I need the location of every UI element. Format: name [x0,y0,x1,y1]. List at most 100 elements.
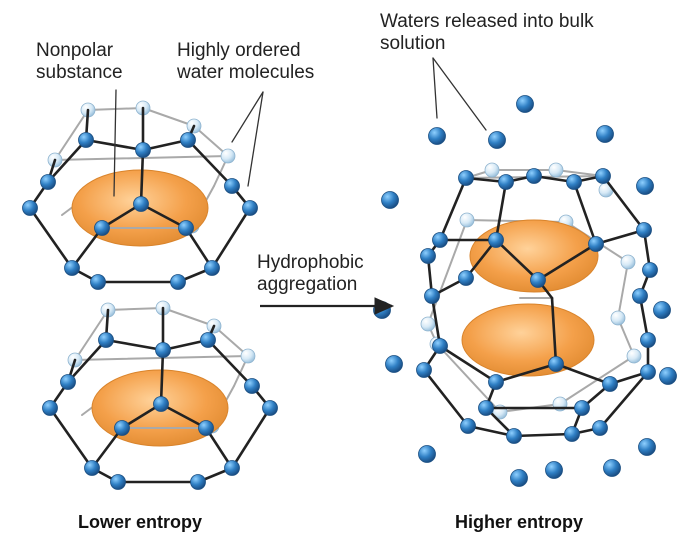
water-molecule-back [610,310,626,326]
water-molecule-back [548,162,564,178]
water-molecule-front [84,460,100,476]
water-molecule-front [22,200,38,216]
cage-front-layer [22,106,658,490]
water-molecule-front [596,125,614,143]
water-molecule-front [114,420,130,436]
higher-entropy-caption: Higher entropy [455,512,584,532]
pointer-line [247,91,264,187]
cage-edge [464,238,498,280]
cage-edge [186,138,234,188]
water-molecule-front [170,274,186,290]
water-molecule-front [135,142,151,158]
water-molecule-front [42,400,58,416]
water-molecule-front [40,174,56,190]
water-molecule-front [564,426,580,442]
water-molecule-front [574,400,590,416]
cage-back-edge [74,307,249,361]
water-molecule-front [653,301,671,319]
water-molecule-front [262,400,278,416]
water-molecule-front [90,274,106,290]
water-molecule-front [642,262,658,278]
water-molecule-front [155,342,171,358]
water-molecule-front [432,338,448,354]
water-molecule-front [242,200,258,216]
water-molecule-front [602,376,618,392]
water-molecule-front [506,428,522,444]
cage-edge [550,296,558,366]
water-molecule-front [178,220,194,236]
water-molecule-front [94,220,110,236]
water-molecule-front [636,177,654,195]
water-molecule-front [488,374,504,390]
cage-edge [90,426,124,470]
released-label: Waters released into bulk solution [380,11,594,54]
cage-edge [594,228,646,246]
water-molecule-front [659,367,677,385]
water-molecule-front [190,474,206,490]
water-molecule-front [478,400,494,416]
water-molecule-front [526,168,542,184]
cage-back-edge [617,261,629,319]
cage-edge [438,344,498,384]
water-molecule-front [64,260,80,276]
cage-edge [494,362,558,384]
cage-edge [139,148,145,206]
cage-edge [494,180,508,242]
cage-edge [28,206,74,270]
water-molecule-front [153,396,169,412]
water-molecule-front [424,288,440,304]
cage-edge [494,238,540,282]
water-molecule-front [640,332,656,348]
cage-edge [139,202,188,230]
water-molecule-front [198,420,214,436]
pointer-line [432,57,438,119]
cage-edge [438,176,468,242]
water-molecule-front [566,174,582,190]
water-molecule-back [620,254,636,270]
water-molecule-front [458,270,474,286]
cage-edge [512,432,574,438]
water-molecule-front [603,459,621,477]
water-molecule-front [592,420,608,436]
water-molecule-front [530,272,546,288]
water-molecule-front [420,248,436,264]
cage-edge [598,370,650,430]
cage-edge [430,294,442,348]
water-molecule-back [484,162,500,178]
water-molecule-front [638,438,656,456]
pointer-line [231,91,264,143]
nonpolar-substance [461,303,595,377]
cage-edge [70,226,104,270]
cage-edge [554,362,612,386]
water-molecule-front [548,356,564,372]
water-molecule-front [458,170,474,186]
water-molecule-front [110,474,126,490]
cage-edge [230,406,272,470]
water-molecule-front [381,191,399,209]
water-molecule-front [595,168,611,184]
water-molecule-front [510,469,528,487]
cage-edge [46,138,88,184]
water-molecule-front [498,174,514,190]
cage-edge [66,338,108,384]
water-molecule-front [460,418,476,434]
water-molecule-front [78,132,94,148]
cage-edge [572,180,598,246]
cage-back-edge [54,107,229,161]
water-molecule-front [224,178,240,194]
water-molecule-back [626,348,642,364]
water-molecule-front [418,445,436,463]
water-molecule-front [428,127,446,145]
cage-edge [184,226,214,270]
water-molecule-back [240,348,256,364]
water-molecule-front [545,461,563,479]
water-molecule-front [373,301,391,319]
water-molecule-front [432,232,448,248]
pointer-line [432,57,487,131]
cage-edge [204,426,234,470]
water-molecule-front [416,362,432,378]
cage-edge [210,206,252,270]
cage-edge [206,338,254,388]
